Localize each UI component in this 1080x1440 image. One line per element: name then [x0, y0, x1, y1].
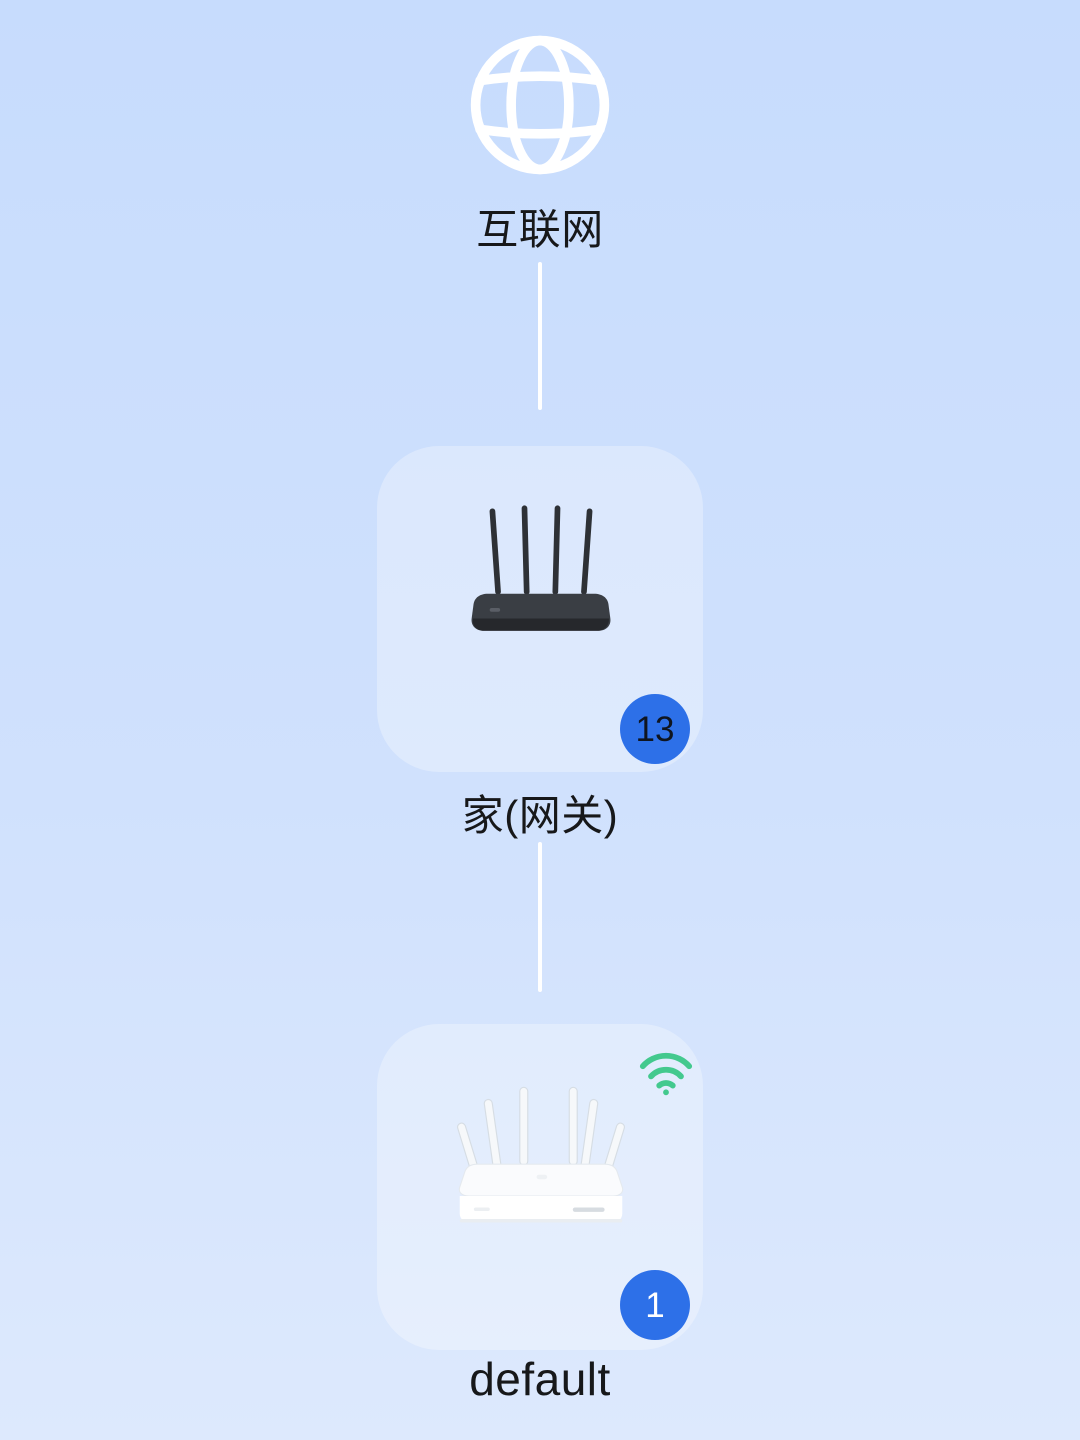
default-device-card[interactable]: 1	[377, 1024, 703, 1350]
default-router-image	[457, 1086, 625, 1223]
gateway-device-card[interactable]: 13	[377, 446, 703, 772]
internet-globe-icon	[466, 30, 614, 180]
default-client-count-badge: 1	[620, 1270, 690, 1340]
internet-label: 互联网	[476, 206, 604, 253]
gateway-router-image	[471, 505, 611, 631]
gateway-client-count-badge: 13	[620, 694, 690, 764]
default-label: default	[469, 1353, 611, 1405]
connector-gateway-default	[538, 842, 542, 992]
gateway-label: 家(网关)	[461, 792, 619, 839]
connector-internet-gateway	[538, 262, 542, 410]
wifi-icon	[637, 1048, 695, 1098]
